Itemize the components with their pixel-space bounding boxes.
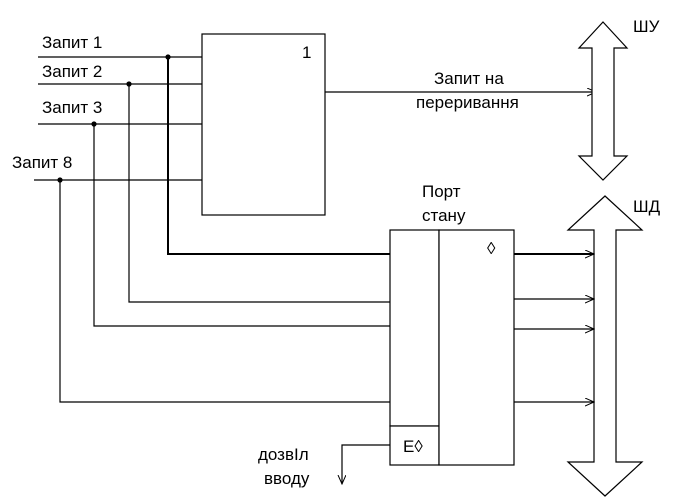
status-port-label-1: Порт [422, 182, 461, 201]
input-enable-label-2: вводу [264, 469, 310, 488]
input-enable-line [342, 444, 390, 484]
status-port-input-section [389, 229, 440, 427]
enable-symbol: E◊ [403, 437, 423, 456]
request-2-label: Запит 2 [42, 62, 102, 81]
request-1-label: Запит 1 [42, 33, 102, 52]
or-gate [201, 33, 326, 216]
status-port-label-2: стану [422, 206, 466, 225]
control-bus-label: ШУ [633, 17, 660, 36]
interrupt-request-label-1: Запит на [434, 69, 504, 88]
request-8-label: Запит 8 [12, 153, 72, 172]
request-1-to-port [167, 57, 390, 255]
request-8-to-port [59, 180, 390, 403]
request-3-to-port [93, 124, 390, 327]
or-gate-symbol: 1 [302, 43, 311, 62]
control-bus-arrow [577, 21, 629, 181]
status-port-output-section [438, 229, 515, 466]
tristate-symbol: ◊ [487, 239, 496, 258]
request-3-label: Запит 3 [42, 98, 102, 117]
data-bus-label: ШД [633, 197, 661, 216]
data-bus-arrow [566, 195, 644, 497]
input-enable-label-1: дозвІл [258, 445, 309, 464]
interrupt-request-label-2: переривання [416, 93, 519, 112]
request-2-to-port [128, 84, 390, 303]
